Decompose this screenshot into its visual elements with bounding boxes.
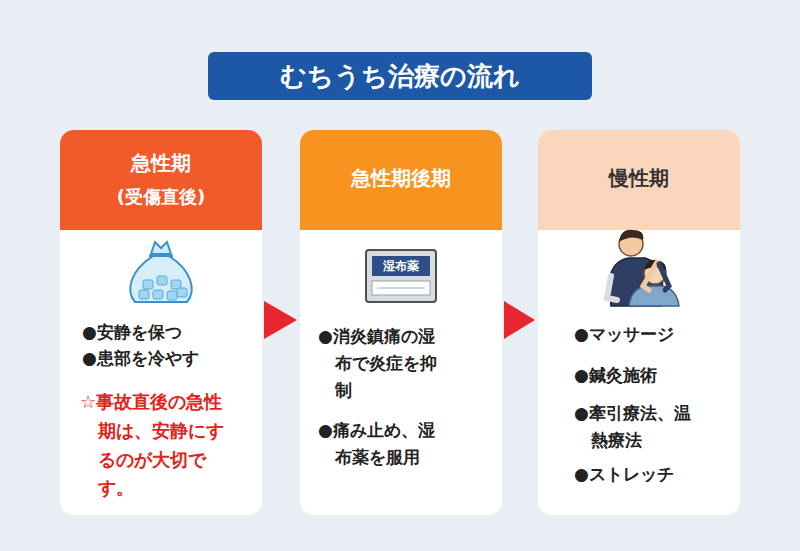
pack-window — [372, 281, 430, 295]
ice-cube — [167, 291, 177, 300]
bag-knot — [151, 242, 171, 254]
treatment-item: ●痛み止め、湿布薬を服用 — [318, 417, 438, 471]
stage-header-band — [60, 130, 262, 230]
bag-tie — [149, 255, 173, 257]
patient-body — [629, 286, 679, 306]
treatment-item: ●患部を冷やす — [82, 346, 257, 371]
stage-heading: 急性期 — [60, 150, 262, 179]
title-text: むちうち治療の流れ — [280, 59, 520, 94]
treatment-item: ●牽引療法、温熱療法 — [574, 400, 694, 454]
arrow-head — [264, 301, 297, 339]
stage-card: 急性期 (受傷直後) ●安静を保つ●患部を冷やす ☆事故直後の急性期は、安静にするのが… — [60, 130, 262, 515]
treatment-item: ●鍼灸施術 — [574, 363, 734, 388]
therapist-hand — [643, 262, 657, 290]
treatment-item: ●マッサージ — [574, 322, 734, 347]
flow-arrow — [504, 301, 535, 339]
ice-cube — [157, 276, 167, 285]
treatment-item: ☆事故直後の急性期は、安静にするのが大切です。 — [80, 388, 240, 503]
ice-cube — [143, 280, 153, 289]
pack-label: 湿布薬 — [372, 256, 430, 276]
stage-heading: 慢性期 — [538, 165, 740, 194]
pack-label-band — [372, 256, 430, 276]
stage-heading: 急性期後期 — [300, 165, 502, 194]
ice-cube — [177, 288, 187, 297]
treatment-item: ●ストレッチ — [574, 462, 734, 487]
ice-cube — [153, 290, 163, 299]
illustration — [300, 130, 502, 320]
stage-card: 急性期後期 ●消炎鎮痛の湿布で炎症を抑制 ●痛み止め、湿布薬を服用 湿布薬 — [300, 130, 502, 515]
therapist-sleeve — [659, 264, 669, 290]
arrow-head — [504, 301, 535, 339]
therapist-hair — [619, 230, 643, 242]
treatment-item: ●消炎鎮痛の湿布で炎症を抑制 — [318, 323, 438, 405]
ice-cube — [139, 290, 149, 299]
therapist-arm — [607, 276, 617, 300]
pack-line — [377, 288, 425, 289]
stage-card: 慢性期 ●マッサージ ●鍼灸施術 ●牽引療法、温熱療法 ●ストレッチ — [538, 130, 740, 515]
pack-box — [366, 250, 436, 302]
stage-subheading: (受傷直後) — [60, 184, 262, 210]
ice-bag — [130, 256, 191, 302]
title-banner: むちうち治療の流れ — [208, 52, 592, 100]
illustration — [538, 130, 740, 320]
treatment-item: ●安静を保つ — [82, 320, 257, 345]
flow-arrow — [264, 301, 297, 339]
